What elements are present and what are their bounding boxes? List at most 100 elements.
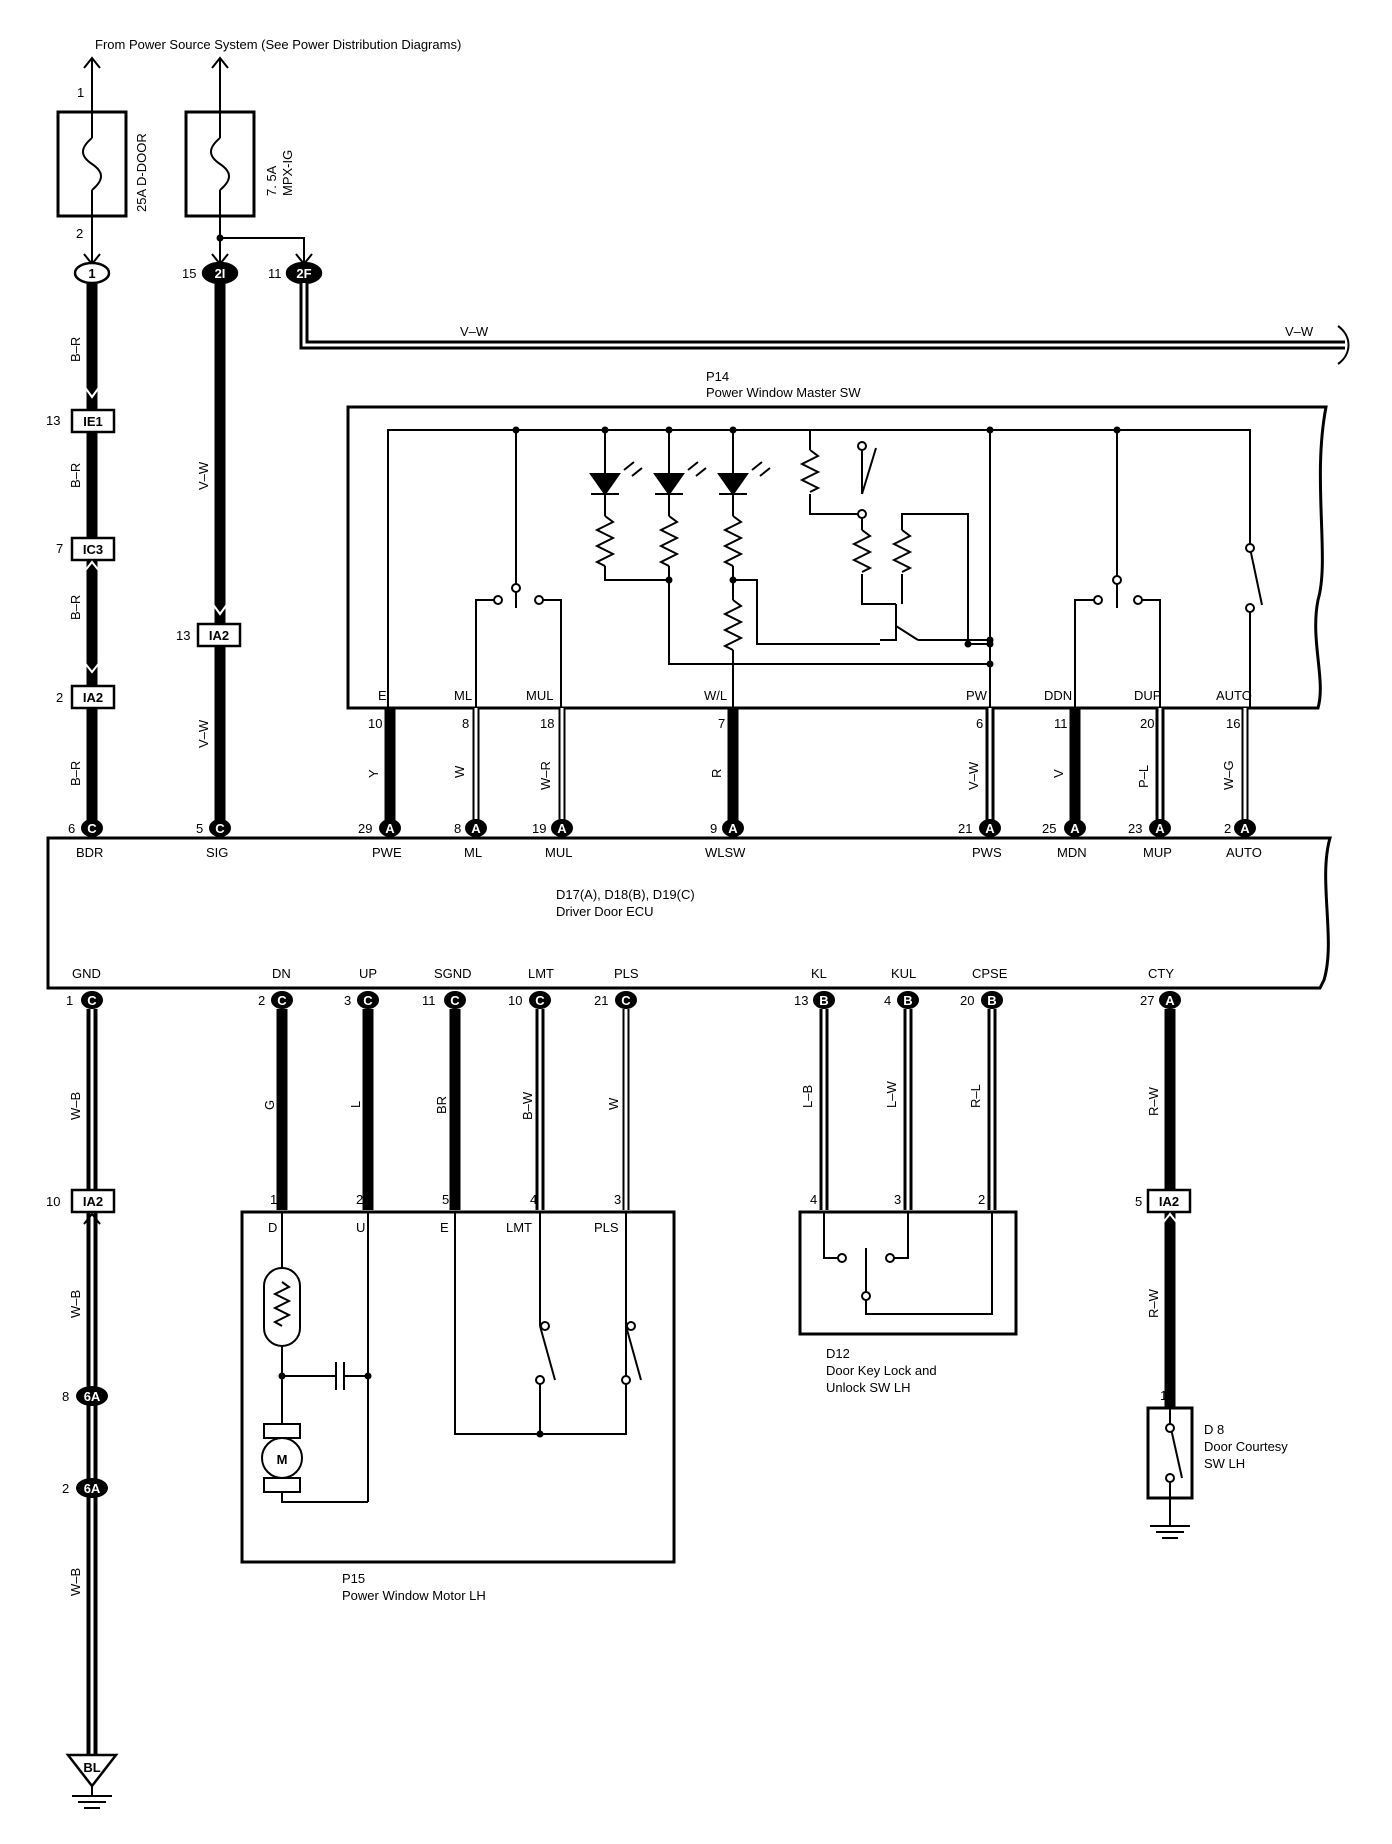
d8-name-a: Door Courtesy: [1204, 1439, 1288, 1454]
svg-text:2: 2: [258, 993, 265, 1008]
svg-text:18: 18: [540, 716, 554, 731]
svg-text:16: 16: [1226, 716, 1240, 731]
svg-text:Y: Y: [366, 769, 381, 778]
svg-text:6A: 6A: [84, 1481, 101, 1496]
svg-text:3: 3: [894, 1192, 901, 1207]
motor-symbol: M: [277, 1452, 288, 1467]
d12-door-key-lock-sw: L–B L–W R–L 4 3 2 D12 Door Key Lock and …: [798, 1009, 1018, 1395]
svg-text:B: B: [903, 993, 912, 1008]
svg-text:L: L: [348, 1101, 363, 1108]
svg-text:C: C: [87, 821, 97, 836]
svg-text:23: 23: [1128, 821, 1142, 836]
svg-text:W–B: W–B: [68, 1290, 83, 1318]
fuse-d-door-pin-bottom: 2: [76, 226, 83, 241]
svg-text:C: C: [87, 993, 97, 1008]
svg-text:10: 10: [508, 993, 522, 1008]
d12-name-b: Unlock SW LH: [826, 1380, 911, 1395]
p15-code: P15: [342, 1571, 365, 1586]
svg-text:2: 2: [62, 1481, 69, 1496]
svg-text:R–L: R–L: [968, 1084, 983, 1108]
d12-name-a: Door Key Lock and: [826, 1363, 937, 1378]
p14-name: Power Window Master SW: [706, 385, 861, 400]
svg-text:C: C: [277, 993, 287, 1008]
svg-text:CPSE: CPSE: [972, 966, 1008, 981]
svg-text:A: A: [471, 821, 481, 836]
svg-text:V–W: V–W: [196, 719, 211, 748]
ecu-title-name: Driver Door ECU: [556, 904, 654, 919]
svg-text:V–W: V–W: [966, 761, 981, 790]
svg-text:27: 27: [1140, 993, 1154, 1008]
svg-text:A: A: [557, 821, 567, 836]
svg-text:2F: 2F: [296, 266, 311, 281]
fuse-mpx-ig-rating-b: MPX-IG: [280, 150, 295, 196]
svg-text:SIG: SIG: [206, 845, 228, 860]
svg-text:8: 8: [454, 821, 461, 836]
svg-text:4: 4: [810, 1192, 817, 1207]
svg-text:WLSW: WLSW: [705, 845, 746, 860]
svg-text:2: 2: [356, 1192, 363, 1207]
fuse-mpx-ig: 7. 5A MPX-IG: [184, 56, 313, 266]
svg-text:9: 9: [710, 821, 717, 836]
svg-text:D: D: [268, 1220, 277, 1235]
svg-text:W–G: W–G: [1221, 760, 1236, 790]
svg-text:DN: DN: [272, 966, 291, 981]
svg-text:W–B: W–B: [68, 1568, 83, 1596]
svg-text:IA2: IA2: [209, 628, 229, 643]
d8-name-b: SW LH: [1204, 1456, 1245, 1471]
svg-text:11: 11: [1054, 716, 1068, 731]
fuse-d-door-rating: 25A D-DOOR: [134, 133, 149, 212]
svg-text:7: 7: [718, 716, 725, 731]
vw-bus-label-left: V–W: [460, 324, 489, 339]
svg-text:MUL: MUL: [545, 845, 572, 860]
svg-text:C: C: [621, 993, 631, 1008]
svg-text:SGND: SGND: [434, 966, 472, 981]
svg-text:B: B: [819, 993, 828, 1008]
junction-2i: 15 2I: [182, 261, 239, 285]
d8-door-courtesy-sw: R–W 5 IA2 R–W 1 D 8 Door Courtesy SW LH: [1135, 1009, 1288, 1539]
p14-term-e: E: [378, 688, 387, 703]
svg-text:G: G: [262, 1100, 277, 1110]
svg-text:B–R: B–R: [68, 337, 83, 362]
p14-term-mul: MUL: [526, 688, 553, 703]
svg-text:15: 15: [182, 266, 196, 281]
p15-name: Power Window Motor LH: [342, 1588, 486, 1603]
svg-text:PLS: PLS: [614, 966, 639, 981]
svg-text:B: B: [987, 993, 996, 1008]
svg-text:20: 20: [1140, 716, 1154, 731]
svg-text:W: W: [606, 1097, 621, 1110]
svg-text:25: 25: [1042, 821, 1056, 836]
svg-text:P–L: P–L: [1136, 765, 1151, 788]
svg-text:1: 1: [270, 1192, 277, 1207]
svg-text:11: 11: [422, 993, 436, 1008]
svg-text:C: C: [535, 993, 545, 1008]
p14-term-auto: AUTO: [1216, 688, 1252, 703]
svg-text:8: 8: [462, 716, 469, 731]
svg-text:13: 13: [794, 993, 808, 1008]
svg-text:A: A: [385, 821, 395, 836]
source-note: From Power Source System (See Power Dist…: [95, 37, 461, 52]
p14-ecu-wires: 10 8 18 7 6 11 20 16 Y W W–R R V–W V P–L…: [366, 708, 1249, 822]
svg-text:MDN: MDN: [1057, 845, 1087, 860]
svg-text:IA2: IA2: [83, 690, 103, 705]
svg-text:21: 21: [594, 993, 608, 1008]
gnd-wire-chain: W–B 10 IA2 W–B 8 6A 2 6A W–B BL: [46, 1009, 119, 1809]
svg-text:A: A: [1070, 821, 1080, 836]
svg-text:4: 4: [530, 1192, 537, 1207]
junction-2f: 11 2F: [268, 261, 323, 285]
svg-text:W–R: W–R: [538, 761, 553, 790]
bdr-wire-chain: B–R 13 IE1 B–R 7 IC3 B–R 2 IA2 B–R: [46, 283, 116, 822]
svg-text:10: 10: [46, 1194, 60, 1209]
svg-text:R–W: R–W: [1146, 1086, 1161, 1116]
svg-text:3: 3: [614, 1192, 621, 1207]
svg-text:2: 2: [978, 1192, 985, 1207]
svg-text:C: C: [450, 993, 460, 1008]
svg-text:2: 2: [56, 690, 63, 705]
d12-code: D12: [826, 1346, 850, 1361]
fuse-mpx-ig-rating-a: 7. 5A: [264, 165, 279, 196]
svg-text:GND: GND: [72, 966, 101, 981]
svg-text:6A: 6A: [84, 1389, 101, 1404]
svg-text:IC3: IC3: [83, 542, 103, 557]
svg-text:R–W: R–W: [1146, 1288, 1161, 1318]
fuse-d-door: 1 25A D-DOOR 2: [56, 56, 149, 266]
svg-text:13: 13: [176, 628, 190, 643]
